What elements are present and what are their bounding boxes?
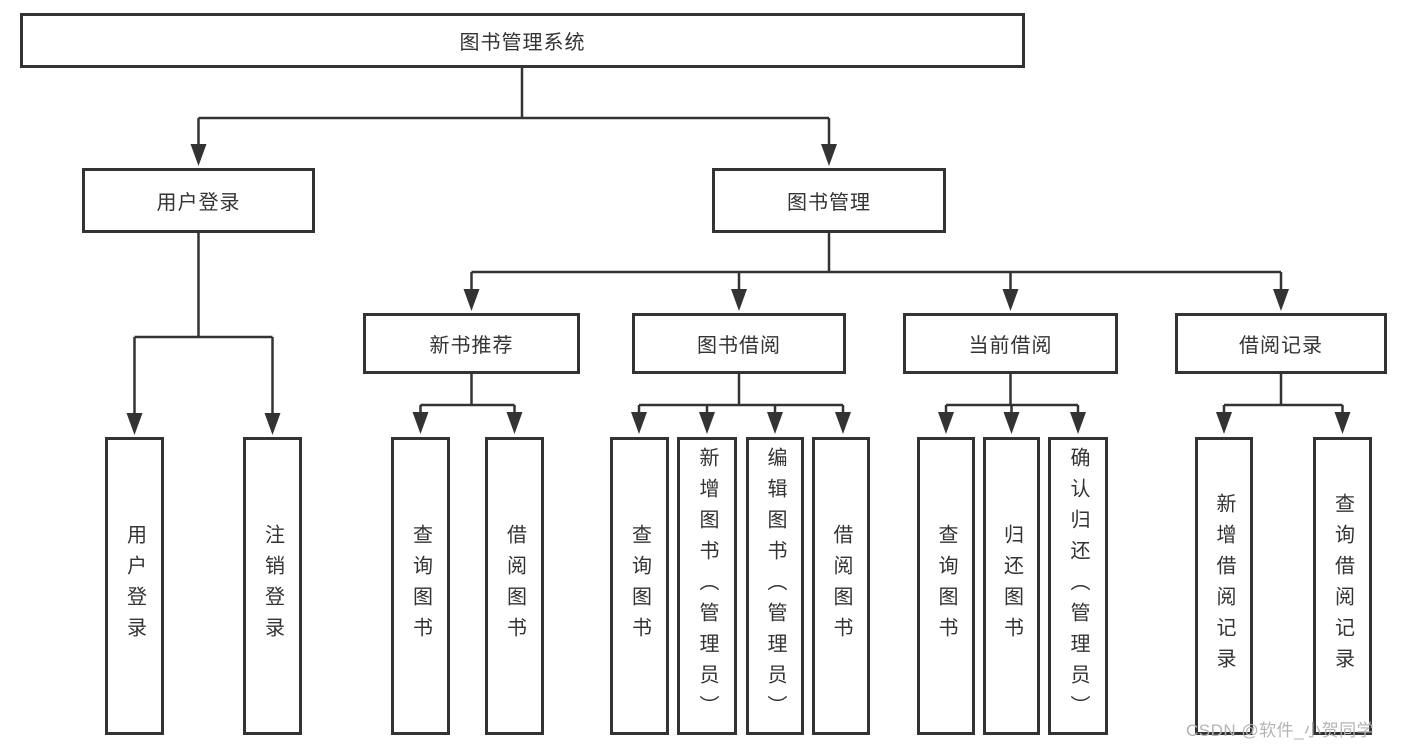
arrow-down-icon xyxy=(506,412,523,434)
arrow-down-icon xyxy=(731,289,747,311)
leaf-cb-return-books: 归还图书 xyxy=(983,437,1040,735)
node-root: 图书管理系统 xyxy=(20,13,1025,68)
arrow-down-icon xyxy=(1216,412,1232,434)
arrow-down-icon xyxy=(1334,412,1351,434)
arrow-down-icon xyxy=(264,413,281,435)
arrow-down-icon xyxy=(699,412,715,434)
csdn-watermark: CSDN @软件_小贺同学 xyxy=(1186,721,1375,740)
arrowhead-group xyxy=(126,144,1351,435)
leaf-br-add-record: 新增借阅记录 xyxy=(1195,437,1253,735)
connector-newbook-to-leaves xyxy=(419,374,516,420)
arrow-down-icon xyxy=(190,144,207,166)
leaf-bb-query-books: 查询图书 xyxy=(610,437,669,735)
arrow-down-icon xyxy=(1070,412,1086,434)
node-new-book-recommend: 新书推荐 xyxy=(363,313,580,374)
arrow-down-icon xyxy=(1273,289,1289,311)
arrow-down-icon xyxy=(126,413,143,435)
leaf-nbr-borrow-books-label: 借阅图书 xyxy=(503,524,526,648)
arrow-down-icon xyxy=(938,412,954,434)
arrow-down-icon xyxy=(1003,412,1020,434)
connector-bookmgmt-to-level3 xyxy=(470,233,1283,297)
leaf-br-add-record-label: 新增借阅记录 xyxy=(1213,493,1235,679)
node-book-borrowing-label: 图书借阅 xyxy=(697,335,781,357)
node-book-management-label: 图书管理 xyxy=(787,192,871,214)
leaf-nbr-query-books: 查询图书 xyxy=(391,437,450,735)
leaf-nbr-borrow-books: 借阅图书 xyxy=(485,437,544,735)
leaf-bb-add-books: 新增图书（管理员） xyxy=(677,437,737,735)
arrow-down-icon xyxy=(463,289,480,311)
arrow-down-icon xyxy=(835,412,851,434)
leaf-logout: 注销登录 xyxy=(243,437,302,735)
arrow-down-icon xyxy=(821,144,837,166)
leaf-logout-label: 注销登录 xyxy=(261,524,284,648)
leaf-cb-query-books: 查询图书 xyxy=(917,437,975,735)
leaf-bb-edit-books-label: 编辑图书（管理员） xyxy=(764,446,786,726)
leaf-br-query-record: 查询借阅记录 xyxy=(1313,437,1372,735)
connector-records-to-leaves xyxy=(1222,374,1344,420)
node-borrowing-records-label: 借阅记录 xyxy=(1239,335,1323,357)
node-root-label: 图书管理系统 xyxy=(459,32,586,54)
leaf-bb-query-books-label: 查询图书 xyxy=(628,524,651,648)
leaf-cb-query-books-label: 查询图书 xyxy=(935,524,957,648)
connector-line-group xyxy=(133,68,1344,421)
node-book-management: 图书管理 xyxy=(712,168,946,233)
leaf-bb-borrow-books-label: 借阅图书 xyxy=(830,524,852,648)
node-current-borrowing: 当前借阅 xyxy=(903,313,1118,374)
leaf-cb-confirm-return: 确认归还（管理员） xyxy=(1048,437,1108,735)
arrow-down-icon xyxy=(631,412,647,434)
leaf-user-login: 用户登录 xyxy=(105,437,164,735)
leaf-bb-edit-books: 编辑图书（管理员） xyxy=(746,437,804,735)
leaf-br-query-record-label: 查询借阅记录 xyxy=(1331,493,1354,679)
leaf-nbr-query-books-label: 查询图书 xyxy=(409,524,432,648)
arrow-down-icon xyxy=(767,412,783,434)
node-new-book-recommend-label: 新书推荐 xyxy=(429,335,514,357)
node-user-login-label: 用户登录 xyxy=(156,192,241,214)
leaf-cb-return-books-label: 归还图书 xyxy=(1000,524,1023,648)
node-book-borrowing: 图书借阅 xyxy=(632,313,846,374)
node-current-borrowing-label: 当前借阅 xyxy=(968,335,1053,357)
connector-root-to-level2 xyxy=(197,68,831,152)
arrow-down-icon xyxy=(412,412,429,434)
leaf-bb-borrow-books: 借阅图书 xyxy=(812,437,870,735)
node-user-login: 用户登录 xyxy=(82,168,315,233)
leaf-user-login-label: 用户登录 xyxy=(123,524,146,648)
leaf-bb-add-books-label: 新增图书（管理员） xyxy=(696,446,718,726)
connector-borrowing-to-leaves xyxy=(637,374,845,420)
leaf-cb-confirm-return-label: 确认归还（管理员） xyxy=(1067,446,1089,726)
connector-userlogin-to-leaves xyxy=(133,233,274,421)
node-borrowing-records: 借阅记录 xyxy=(1175,313,1387,374)
arrow-down-icon xyxy=(1002,289,1019,311)
